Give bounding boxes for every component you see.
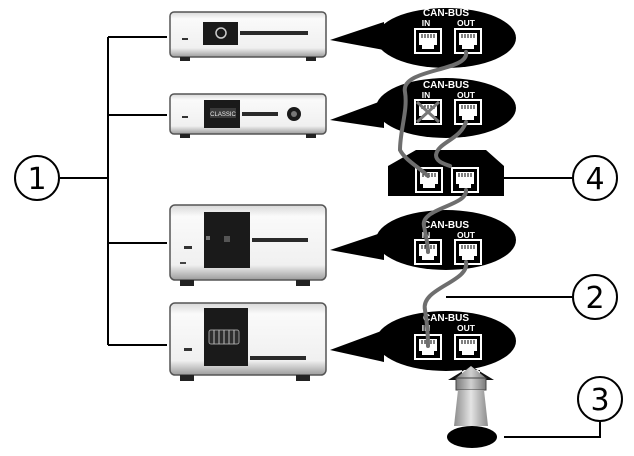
can-bus-bubble-2: CAN-BUS IN OUT [376,78,516,138]
callout-number: 4 [585,162,604,197]
device-3 [169,204,327,286]
bubble-title: CAN-BUS [423,220,469,231]
device-1 [169,11,327,61]
device-display-label: CLASSIC [210,112,236,118]
rj45-port-icon [454,239,482,265]
can-bus-bubble-4: CAN-BUS IN OUT [376,311,516,371]
bubble-title: CAN-BUS [423,313,469,324]
can-bus-bubble-3: CAN-BUS IN OUT [376,210,516,270]
port-out-label: OUT [457,323,476,333]
rj45-port-icon [454,99,482,125]
port-out-label: OUT [457,230,476,240]
rj45-port-icon [414,28,442,54]
port-out-label: OUT [457,18,476,28]
rj45-port-icon [454,28,482,54]
callout-number: 1 [27,162,46,197]
can-bus-cables [397,50,469,348]
callout-number: 3 [590,383,609,418]
bubble-title: CAN-BUS [423,8,469,19]
port-in-label: IN [422,18,431,28]
callout-1: 1 [14,155,60,201]
insert-arrow-icon [448,366,494,426]
rj45-port-icon [454,334,482,360]
can-bus-bubble-1: CAN-BUS IN OUT [376,8,516,68]
bubble-title: CAN-BUS [423,80,469,91]
device-4 [169,302,327,381]
device-group-bracket [60,36,167,346]
port-in-label: IN [422,90,431,100]
callout-2: 2 [572,274,618,320]
callout-number: 2 [585,281,604,316]
port-disabled-cross [415,100,441,124]
splitter-box-icon [388,150,504,196]
bubble-pointers [330,22,384,362]
port-out-label: OUT [457,90,476,100]
device-2: CLASSIC [169,93,327,138]
callout-3: 3 [577,376,623,422]
terminator-plug-icon [447,426,497,448]
callout-leaders [446,177,601,438]
callout-4: 4 [572,155,618,201]
